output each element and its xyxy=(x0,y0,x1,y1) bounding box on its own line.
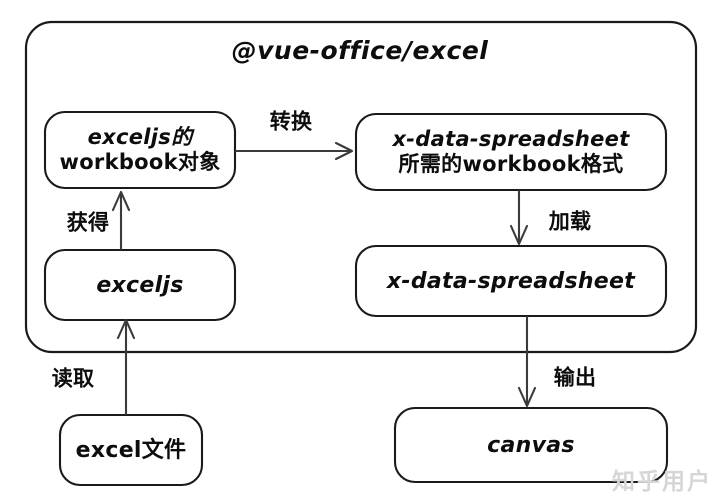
node-exceljs-label: exceljs xyxy=(96,273,183,299)
edge-label-convert: 转换 xyxy=(269,109,313,134)
node-exceljs-workbook-label: exceljs的 workbook对象 xyxy=(59,125,220,175)
node-exceljs-line1: exceljs xyxy=(96,273,184,299)
edge-convert xyxy=(234,141,354,161)
edge-load xyxy=(509,189,529,246)
node-exceljs-workbook-box[interactable] xyxy=(43,110,237,190)
node-xdata-workbook-format-line2: 所需的workbook格式 xyxy=(398,152,624,176)
watermark-label: 知乎用户 xyxy=(612,469,712,495)
node-x-data-spreadsheet-line1: x-data-spreadsheet xyxy=(386,269,636,295)
edge-label-load: 加载 xyxy=(548,209,592,234)
edge-label-read: 读取 xyxy=(51,366,95,391)
node-x-data-spreadsheet-box[interactable] xyxy=(354,244,668,318)
node-excel-file-box[interactable] xyxy=(58,413,204,487)
node-exceljs-box[interactable] xyxy=(43,248,237,322)
edge-label-obtain: 获得 xyxy=(66,210,110,235)
node-xdata-workbook-format-line1: x-data-spreadsheet xyxy=(392,127,630,152)
edge-obtain xyxy=(111,190,131,251)
node-x-data-spreadsheet-label: x-data-spreadsheet xyxy=(387,269,635,295)
node-exceljs-workbook-line2: workbook对象 xyxy=(59,150,221,174)
edge-read xyxy=(116,318,136,416)
edge-output xyxy=(517,315,537,408)
node-excel-file-line1: excel文件 xyxy=(75,438,187,464)
node-canvas-label: canvas xyxy=(487,433,575,459)
diagram-title: @vue-office/excel xyxy=(231,36,489,65)
node-canvas-box[interactable] xyxy=(393,406,669,484)
node-exceljs-workbook-line1: exceljs的 xyxy=(87,125,193,150)
node-xdata-workbook-format-box[interactable] xyxy=(354,112,668,192)
edge-label-output: 输出 xyxy=(553,365,597,390)
node-canvas-line1: canvas xyxy=(487,433,575,459)
node-excel-file-label: excel文件 xyxy=(76,438,187,464)
node-xdata-workbook-format-label: x-data-spreadsheet 所需的workbook格式 xyxy=(392,127,629,177)
